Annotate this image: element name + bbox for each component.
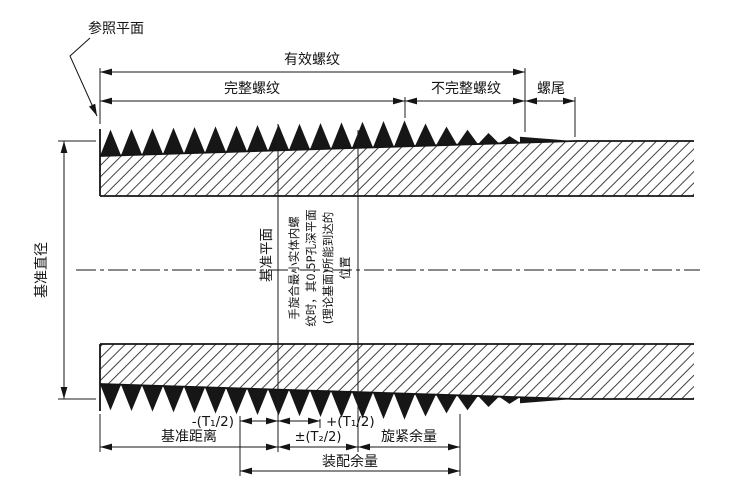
dimension-lines <box>60 68 575 475</box>
reference-plane-leader <box>69 37 98 117</box>
label-gauge-length: 基准距离 <box>161 428 217 445</box>
note-line-1: 手旋合最小实体内螺 <box>287 216 301 320</box>
label-thread-runout: 螺尾 <box>537 81 565 97</box>
label-reference-plane: 参照平面 <box>88 20 144 37</box>
note-line-3: (理论基面)所能到达的 <box>321 212 335 324</box>
label-pm-t2-half: ±(T₂/2) <box>295 430 342 445</box>
label-plus-t1-half: +(T₁/2) <box>326 414 375 430</box>
label-gauge-diameter: 基准直径 <box>33 242 50 298</box>
pipe-outlines <box>99 129 694 411</box>
label-incomplete-thread: 不完整螺纹 <box>431 81 501 97</box>
extension-lines <box>58 68 576 476</box>
label-wrenching-allowance: 旋紧余量 <box>381 428 437 445</box>
pipe-bottom-wall <box>100 344 694 399</box>
label-minus-t1-half: -(T₁/2) <box>192 414 234 430</box>
label-effective-thread: 有效螺纹 <box>284 52 340 68</box>
note-line-4: 位置 <box>338 257 352 280</box>
label-complete-thread: 完整螺纹 <box>224 81 280 97</box>
pipe-top-wall <box>100 141 694 196</box>
note-line-2: 纹时，其0.5P孔深平面 <box>304 209 318 326</box>
label-assembly-allowance: 装配余量 <box>322 453 378 470</box>
label-gauge-plane: 基准平面 <box>258 228 275 282</box>
thread-profile-bottom <box>100 384 574 420</box>
